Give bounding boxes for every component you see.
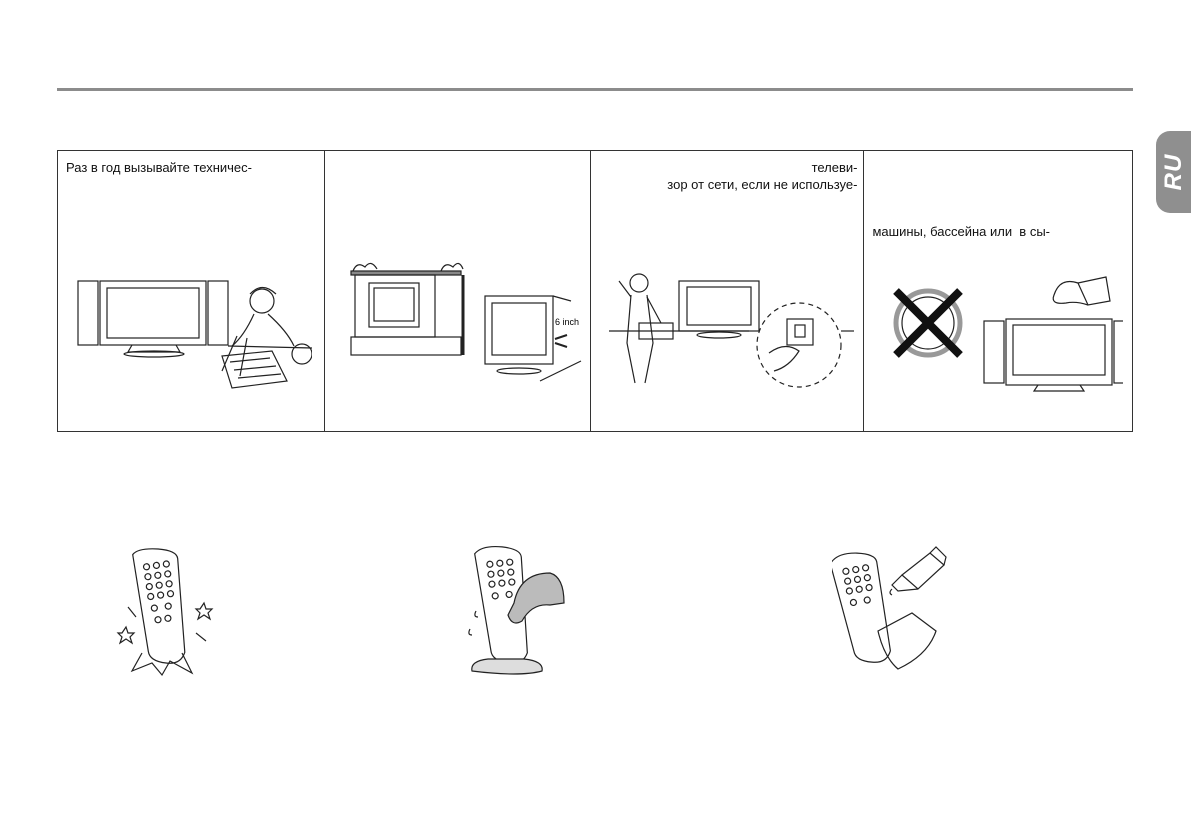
panel-unplug-text: телеви- зор от сети, если не используе- — [667, 160, 858, 192]
unplug-tv-icon — [609, 263, 854, 388]
distance-label: 6 inch — [555, 317, 579, 327]
panel-unplug: телеви- зор от сети, если не используе- — [591, 151, 865, 431]
language-tab: RU — [1156, 131, 1191, 213]
language-tab-label: RU — [1159, 153, 1187, 191]
tv-service-technician-icon — [72, 276, 312, 391]
remote-keep-dry-icon — [460, 543, 575, 678]
header-rule — [57, 88, 1133, 91]
panel-water: машины, бассейна или в сы- — [864, 151, 1132, 431]
remote-do-not-drop-icon — [112, 545, 222, 677]
panel-ventilation: 6 inch — [325, 151, 591, 431]
safety-panels: Раз в год вызывайте техничес- — [57, 150, 1133, 432]
panel-service-text: Раз в год вызывайте техничес- — [66, 160, 252, 175]
tv-ventilation-distance-icon: 6 inch — [345, 261, 585, 386]
panel-water-text: машины, бассейна или в сы- — [872, 224, 1051, 239]
remote-do-not-use-chemicals-icon — [832, 545, 952, 675]
no-water-near-tv-icon — [878, 273, 1124, 398]
panel-service: Раз в год вызывайте техничес- — [58, 151, 325, 431]
